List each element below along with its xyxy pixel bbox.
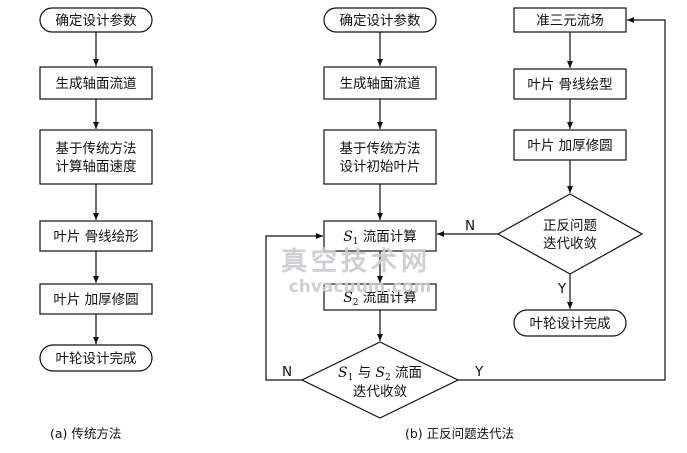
right-initial-blade-box (323, 129, 437, 185)
right-start-label: 确定设计参数 (340, 12, 421, 29)
y-path-to-quasi3d (458, 17, 666, 381)
left-camber-label: 叶片 骨线绘形 (53, 229, 139, 245)
left-camber-box (39, 220, 153, 252)
left-channel-label: 生成轴面流道 (56, 76, 137, 92)
right-caption: (b) 正反问题迭代法 (405, 426, 514, 441)
camber-draw-label: 叶片 骨线绘型 (527, 77, 612, 93)
left-velocity-label-2: 计算轴面速度 (56, 159, 137, 175)
s1-s2-decision-label-1: S1 与 S2 流面 (338, 365, 422, 383)
s1-flow-surface-label: S1 流面计算 (343, 229, 417, 247)
left-caption: (a) 传统方法 (50, 426, 121, 441)
right-flowchart: 确定设计参数 生成轴面流道 基于传统方法 设计初始叶片 S1 流面计算 S2 流… (265, 7, 666, 441)
left-channel-box (39, 66, 153, 100)
left-end-label: 叶轮设计完成 (56, 351, 137, 367)
watermark-text-url: chvacuum.com (289, 277, 432, 297)
n-label-left: N (282, 364, 292, 380)
left-thicken-label: 叶片 加厚修圆 (53, 292, 138, 308)
s2-flow-surface-label: S2 流面计算 (343, 290, 417, 308)
watermark: 真空技术网 chvacuum.com (281, 246, 431, 297)
s1-s2-convergence-decision (300, 341, 460, 419)
left-flowchart: 确定设计参数 生成轴面流道 基于传统方法 计算轴面速度 叶片 骨线绘形 叶片 加… (39, 7, 153, 441)
left-thicken-box (39, 283, 153, 315)
n-label-right: N (465, 218, 475, 234)
right-initial-blade-label-2: 设计初始叶片 (340, 158, 421, 175)
y-label-right: Y (557, 281, 567, 297)
right-channel-box (323, 66, 437, 100)
left-velocity-box (39, 129, 153, 185)
right-end-label: 叶轮设计完成 (530, 316, 611, 332)
s2-flow-surface-box (323, 283, 437, 311)
camber-draw-box (513, 68, 627, 100)
right-channel-label: 生成轴面流道 (340, 76, 421, 92)
s1-s2-decision-label-2: 迭代收敛 (353, 384, 407, 400)
watermark-text-cn: 真空技术网 (281, 246, 431, 277)
right-initial-blade-label-1: 基于传统方法 (340, 140, 421, 157)
forward-inverse-decision (496, 193, 644, 275)
right-end-terminal (513, 309, 627, 337)
forward-inverse-label-2: 迭代收敛 (543, 236, 597, 252)
forward-inverse-label-1: 正反问题 (543, 218, 597, 234)
left-velocity-label-1: 基于传统方法 (56, 140, 137, 157)
s1-flow-surface-box (323, 220, 437, 252)
quasi3d-flow-label: 准三元流场 (536, 13, 604, 29)
left-start-label: 确定设计参数 (56, 12, 137, 29)
n-loop-back-arrow (265, 233, 323, 381)
left-end-terminal (39, 344, 153, 372)
thicken-round-box (513, 129, 627, 161)
thicken-round-label: 叶片 加厚修圆 (527, 138, 612, 154)
y-label-bottom: Y (474, 364, 484, 380)
